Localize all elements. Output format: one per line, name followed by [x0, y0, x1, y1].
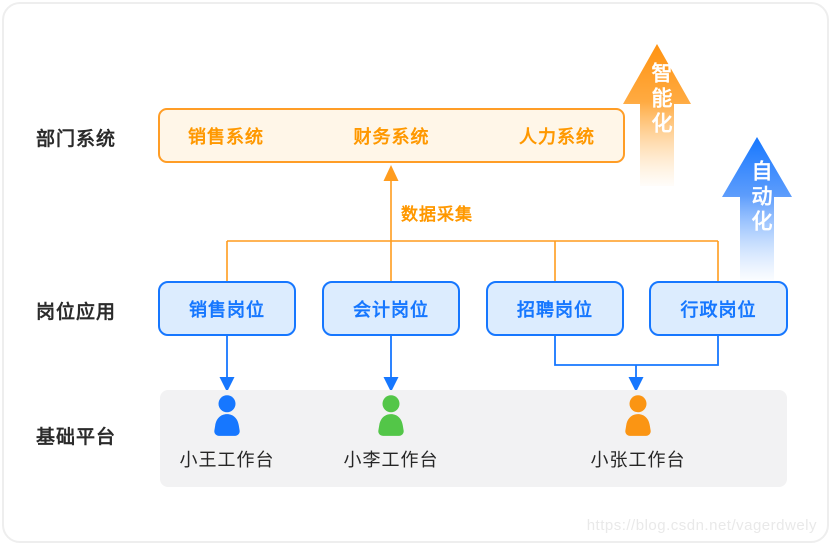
automation-arrow-icon [722, 137, 792, 280]
app-box-admin: 行政岗位 [649, 281, 788, 336]
department-systems-box: 销售系统 财务系统 人力系统 [158, 108, 625, 163]
intelligence-label: 智能化 [649, 62, 672, 137]
app-box-recruiting: 招聘岗位 [486, 281, 624, 336]
system-hr: 人力系统 [519, 126, 595, 147]
app-box-sales: 销售岗位 [158, 281, 296, 336]
orange-connector-group [226, 181, 719, 281]
intelligence-arrow-icon [623, 44, 691, 186]
arrowhead-down-icon [383, 377, 399, 392]
user-icon-shape [625, 395, 651, 436]
data-collection-arrowhead-icon [383, 165, 399, 181]
arrowhead-down-icon [628, 377, 644, 392]
app-box-accounting: 会计岗位 [322, 281, 460, 336]
row-label-platform: 基础平台 [36, 427, 117, 448]
workbench-label-li: 小李工作台 [343, 450, 439, 470]
platform-box [160, 390, 787, 487]
user-icon-shape [378, 395, 404, 436]
data-collection-label: 数据采集 [401, 205, 473, 224]
user-icon-shape [214, 395, 240, 436]
workbench-label-wang: 小王工作台 [179, 450, 275, 470]
workbench-label-zhang: 小张工作台 [590, 450, 686, 470]
system-finance: 财务系统 [353, 126, 430, 147]
automation-label: 自动化 [749, 160, 772, 235]
user-icon [214, 395, 240, 436]
row-label-department: 部门系统 [36, 129, 117, 150]
blue-merge-bracket [554, 336, 719, 366]
arrowhead-down-icon [219, 377, 235, 392]
user-icon [378, 395, 404, 436]
system-sales: 销售系统 [188, 126, 264, 147]
user-icon [625, 395, 651, 436]
watermark-url: https://blog.csdn.net/vagerdwely [586, 517, 817, 534]
row-label-position: 岗位应用 [36, 302, 117, 323]
